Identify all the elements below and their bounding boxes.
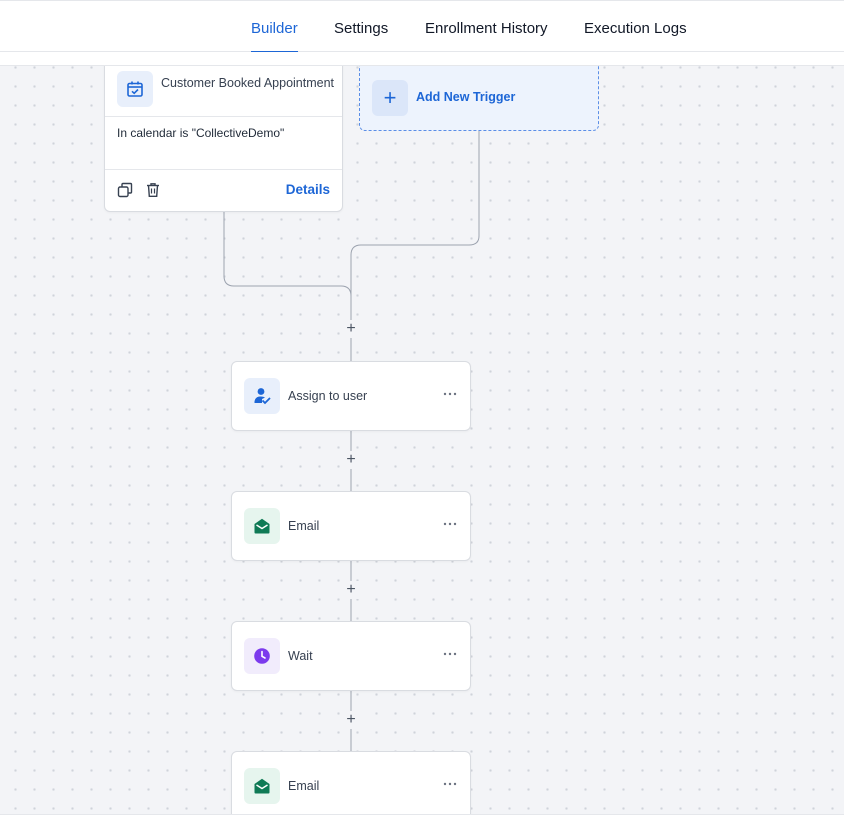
action-card-wait[interactable]: Wait (231, 621, 471, 691)
trigger-title: Customer Booked Appointment (161, 76, 335, 90)
action-label: Assign to user (288, 389, 368, 403)
email-icon (244, 508, 280, 544)
trigger-card-footer: Details (105, 169, 342, 211)
top-tab-bar: Builder Settings Enrollment History Exec… (0, 0, 844, 53)
trash-icon[interactable] (145, 182, 161, 198)
trigger-card-header: Customer Booked Appointment (105, 66, 342, 117)
action-card-assign-to-user[interactable]: Assign to user (231, 361, 471, 431)
more-options-icon[interactable] (442, 516, 458, 532)
add-step-plus-icon[interactable]: + (342, 711, 360, 729)
tab-settings[interactable]: Settings (334, 20, 389, 37)
action-card-email[interactable]: Email (231, 491, 471, 561)
details-link[interactable]: Details (285, 182, 330, 197)
plus-icon: + (372, 80, 408, 116)
workflow-canvas[interactable]: Customer Booked Appointment In calendar … (0, 66, 844, 814)
action-card-email[interactable]: Email (231, 751, 471, 814)
user-assign-icon (244, 378, 280, 414)
more-options-icon[interactable] (442, 386, 458, 402)
connector-add-trigger (350, 131, 480, 320)
add-step-plus-icon[interactable]: + (342, 320, 360, 338)
tab-builder[interactable]: Builder (251, 1, 298, 53)
trigger-card[interactable]: Customer Booked Appointment In calendar … (104, 66, 343, 212)
more-options-icon[interactable] (442, 646, 458, 662)
toolbar-strip (0, 52, 844, 66)
trigger-condition: In calendar is "CollectiveDemo" (117, 126, 285, 140)
add-new-trigger-button[interactable]: + Add New Trigger (359, 66, 599, 131)
tab-execution-logs[interactable]: Execution Logs (584, 20, 687, 37)
email-icon (244, 768, 280, 804)
add-new-trigger-label: Add New Trigger (416, 90, 516, 104)
clock-icon (244, 638, 280, 674)
action-label: Email (288, 519, 320, 533)
tab-enrollment-history[interactable]: Enrollment History (425, 20, 548, 37)
calendar-check-icon (117, 71, 153, 107)
add-step-plus-icon[interactable]: + (342, 581, 360, 599)
canvas-bottom-border (0, 814, 844, 818)
more-options-icon[interactable] (442, 776, 458, 792)
add-step-plus-icon[interactable]: + (342, 451, 360, 469)
action-label: Email (288, 779, 320, 793)
copy-icon[interactable] (117, 182, 133, 198)
connector-lines (223, 131, 480, 751)
action-label: Wait (288, 649, 313, 663)
connector-trigger (223, 212, 352, 320)
